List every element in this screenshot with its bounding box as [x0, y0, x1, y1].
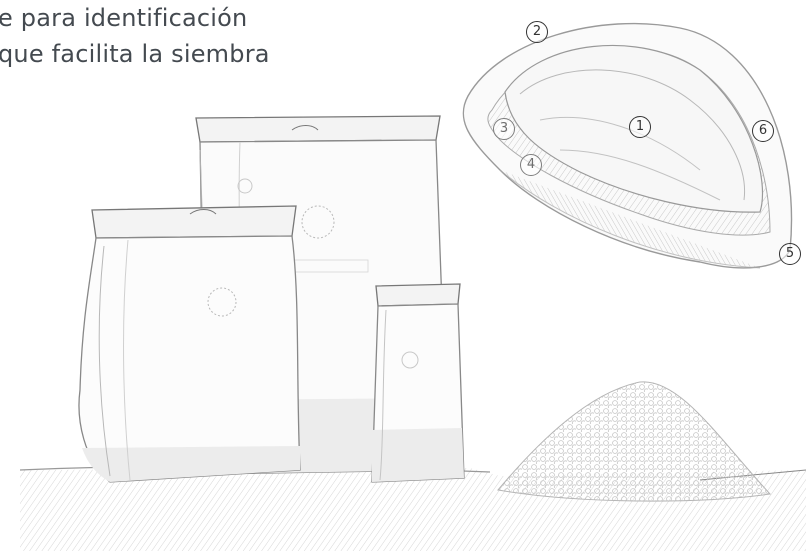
bean-pile [498, 382, 770, 501]
cacao-pod-cross-section [463, 24, 791, 268]
callout-2: 2 [526, 21, 548, 43]
callout-6: 6 [752, 120, 774, 142]
callout-3: 3 [493, 118, 515, 140]
small-bag [372, 284, 464, 482]
callout-5: 5 [779, 243, 801, 265]
callout-4: 4 [520, 154, 542, 176]
left-bag [79, 206, 300, 482]
callout-1: 1 [629, 116, 651, 138]
